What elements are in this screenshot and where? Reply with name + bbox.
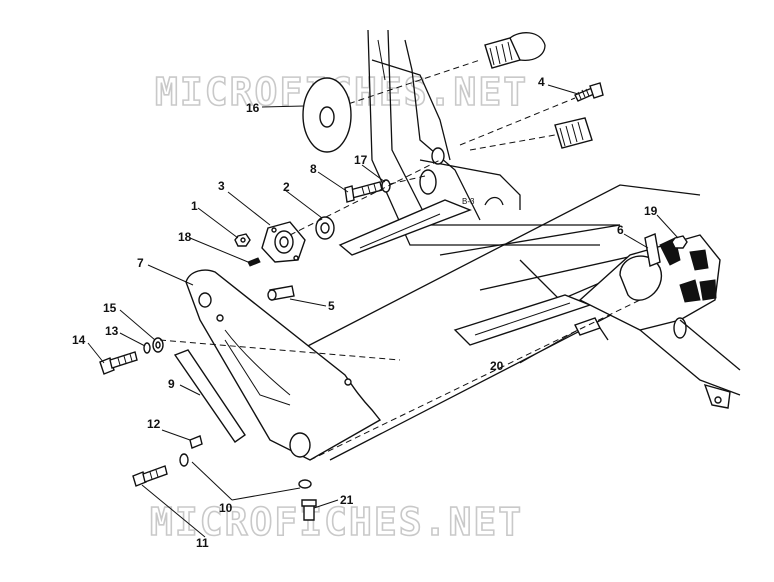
callout-8: 8 bbox=[310, 162, 317, 176]
part-1-nut bbox=[234, 233, 251, 247]
callout-14: 14 bbox=[72, 333, 86, 347]
part-15-washer bbox=[152, 337, 164, 353]
part-4-bolt bbox=[459, 82, 604, 146]
callout-18: 18 bbox=[178, 230, 192, 244]
post-bolt-hole bbox=[431, 147, 445, 165]
footrest-lower bbox=[453, 294, 593, 346]
axis-line-rail bbox=[309, 299, 641, 461]
callout-3: 3 bbox=[218, 179, 225, 193]
callout-1: 1 bbox=[191, 199, 198, 213]
callout-16: 16 bbox=[246, 101, 260, 115]
callout-17: 17 bbox=[354, 153, 368, 167]
callout-13: 13 bbox=[105, 324, 119, 338]
frame-marking: B-3 bbox=[462, 197, 475, 206]
watermark-bottom: MICROFICHES.NET bbox=[150, 500, 523, 544]
callout-12: 12 bbox=[147, 417, 161, 431]
frame-post: B-3 bbox=[367, 29, 620, 246]
callout-7: 7 bbox=[137, 256, 144, 270]
part-11-bolt bbox=[132, 465, 168, 487]
part-2-bushing bbox=[315, 216, 335, 240]
part-9-strip bbox=[173, 349, 246, 443]
part-5-sleeve bbox=[267, 285, 295, 301]
part-13-washer bbox=[143, 342, 151, 354]
footrest-upper bbox=[338, 199, 472, 256]
part-16-washer bbox=[302, 77, 352, 153]
part-19-nut bbox=[671, 235, 688, 249]
part-6-clip bbox=[644, 233, 661, 267]
axle-shafts bbox=[329, 32, 593, 151]
callout-5: 5 bbox=[328, 299, 335, 313]
leader-lines bbox=[87, 84, 679, 538]
callout-11: 11 bbox=[196, 536, 209, 550]
callout-6: 6 bbox=[617, 223, 624, 237]
part-3-bearing bbox=[261, 221, 306, 263]
part-14-bolt bbox=[99, 351, 138, 375]
callout-9: 9 bbox=[168, 377, 175, 391]
part-18-screw bbox=[247, 257, 261, 267]
callout-2: 2 bbox=[283, 180, 290, 194]
callout-19: 19 bbox=[644, 204, 658, 218]
callout-21: 21 bbox=[340, 493, 354, 507]
callout-20: 20 bbox=[490, 359, 504, 373]
callout-4: 4 bbox=[538, 75, 545, 89]
part-17-washer bbox=[381, 175, 426, 193]
part-10-washer bbox=[179, 453, 312, 489]
part-12-plug bbox=[189, 435, 203, 449]
part-8-bolt bbox=[344, 181, 383, 203]
axis-line-lower bbox=[159, 339, 401, 361]
post-hole bbox=[419, 169, 437, 195]
axis-line-upper bbox=[289, 159, 441, 236]
callout-15: 15 bbox=[103, 301, 117, 315]
part-7-chain-guard bbox=[185, 269, 382, 461]
part-21-screw bbox=[301, 499, 317, 521]
callout-10: 10 bbox=[219, 501, 233, 515]
